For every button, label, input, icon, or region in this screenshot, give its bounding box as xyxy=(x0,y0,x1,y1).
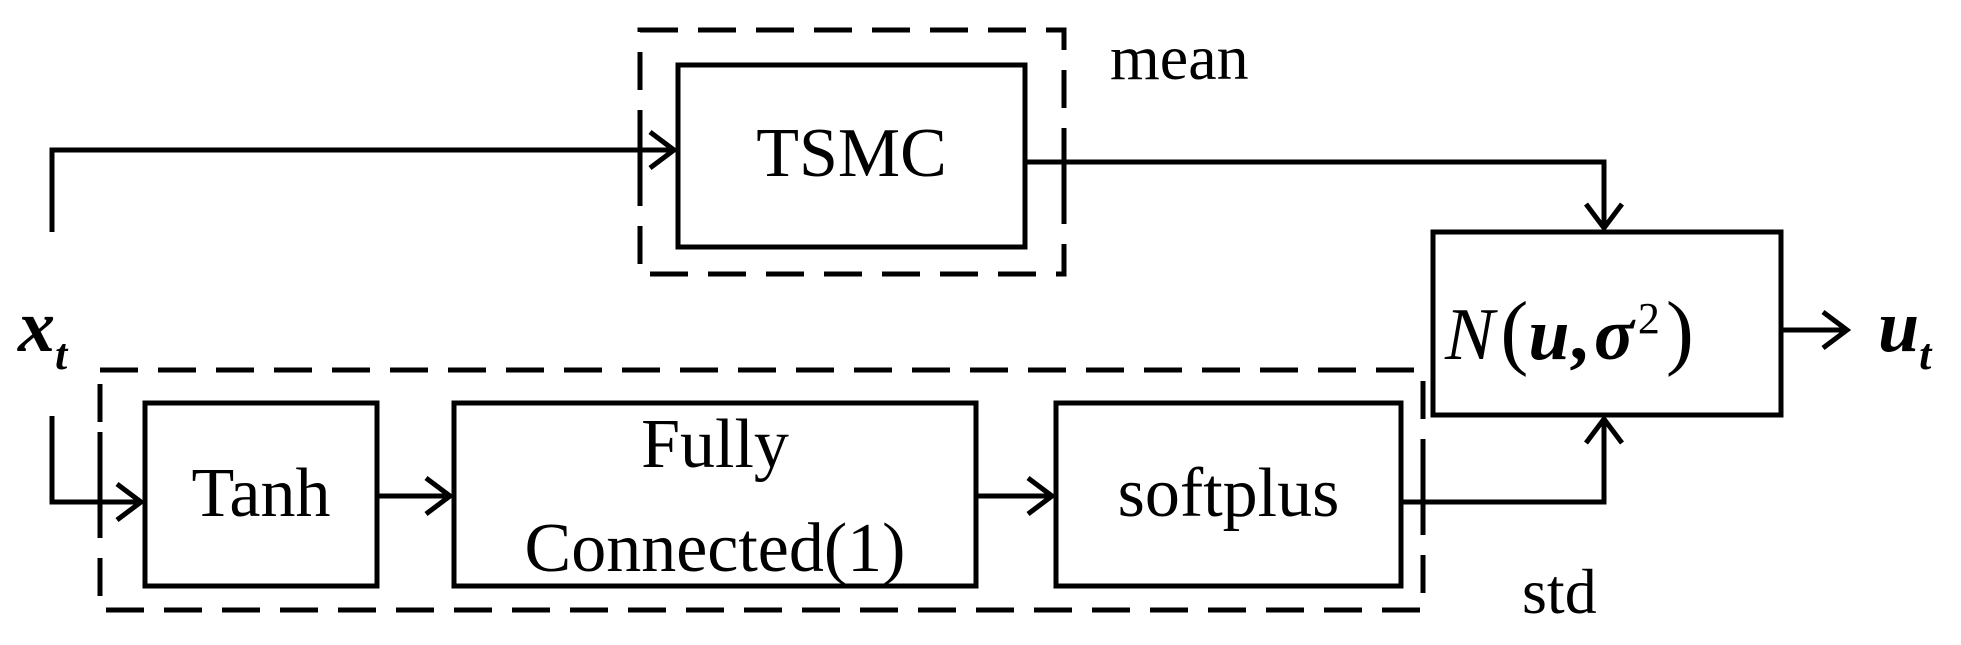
std-group-dashed-box xyxy=(97,367,1426,613)
distribution-sigma-symbol: σ xyxy=(1594,294,1634,376)
softplus-block xyxy=(1053,400,1404,589)
input-to-tsmc-line xyxy=(49,147,672,232)
arrowhead xyxy=(648,130,679,170)
mean-label: mean xyxy=(1110,22,1249,93)
arrowhead xyxy=(1821,310,1852,350)
normal-distribution-block xyxy=(1430,229,1784,418)
tsmc-to-normal-line xyxy=(1025,159,1607,226)
arrowhead xyxy=(1584,414,1624,445)
distribution-close-paren: ) xyxy=(1665,285,1694,378)
distribution-name: N xyxy=(1445,294,1495,376)
arrowhead xyxy=(1026,476,1057,516)
output-symbol-subscript: t xyxy=(1919,330,1932,379)
arrowhead xyxy=(424,476,455,516)
input-symbol-subscript: t xyxy=(55,330,68,379)
distribution-exponent: 2 xyxy=(1637,294,1660,343)
output-symbol: ut xyxy=(1878,290,1931,377)
input-to-tanh-line xyxy=(49,416,139,505)
softplus-to-normal-line xyxy=(1401,421,1607,505)
arrowhead xyxy=(1584,202,1624,233)
distribution-open-paren: ( xyxy=(1500,285,1529,378)
tanh-label: Tanh xyxy=(191,455,331,532)
fully-connected-label-line2: Connected(1) xyxy=(524,510,906,587)
arrowhead xyxy=(115,482,146,522)
output-symbol-base: u xyxy=(1878,286,1920,368)
input-symbol-base: x xyxy=(18,286,55,368)
tanh-block xyxy=(142,400,380,589)
std-label: std xyxy=(1522,556,1597,627)
tsmc-label: TSMC xyxy=(756,115,947,192)
distribution-comma: , xyxy=(1569,294,1589,376)
input-symbol: xt xyxy=(18,290,67,377)
softplus-label: softplus xyxy=(1117,455,1340,532)
tsmc-block xyxy=(675,62,1028,250)
fully-connected-label-line1: Fully xyxy=(641,406,789,483)
distribution-label: N(u,σ2) xyxy=(1445,290,1694,374)
distribution-mean-symbol: u xyxy=(1528,294,1570,376)
